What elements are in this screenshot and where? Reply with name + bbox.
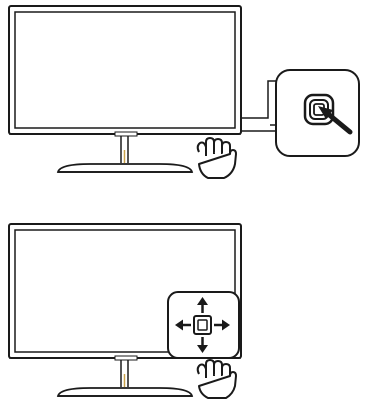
press-arrow-icon: [318, 106, 353, 135]
monitor-stand: [56, 136, 194, 173]
monitor-base: [56, 163, 194, 173]
monitor-logo-plate: [114, 355, 138, 361]
monitor: [8, 5, 242, 137]
hand-pointing-icon: [196, 359, 237, 399]
monitor-base: [56, 387, 194, 397]
arrow-up-icon: [197, 297, 208, 313]
arrow-right-icon: [214, 319, 230, 331]
monitor-stand: [56, 360, 194, 397]
joystick-directions-icon: [193, 315, 212, 335]
monitor-screen: [14, 11, 236, 129]
monitor-logo-plate: [114, 131, 138, 137]
joystick-callout: [167, 291, 240, 359]
arrow-down-icon: [197, 337, 208, 353]
arrow-left-icon: [175, 319, 191, 331]
joystick-callout: [275, 69, 360, 157]
hand-pointing-icon: [196, 137, 237, 179]
